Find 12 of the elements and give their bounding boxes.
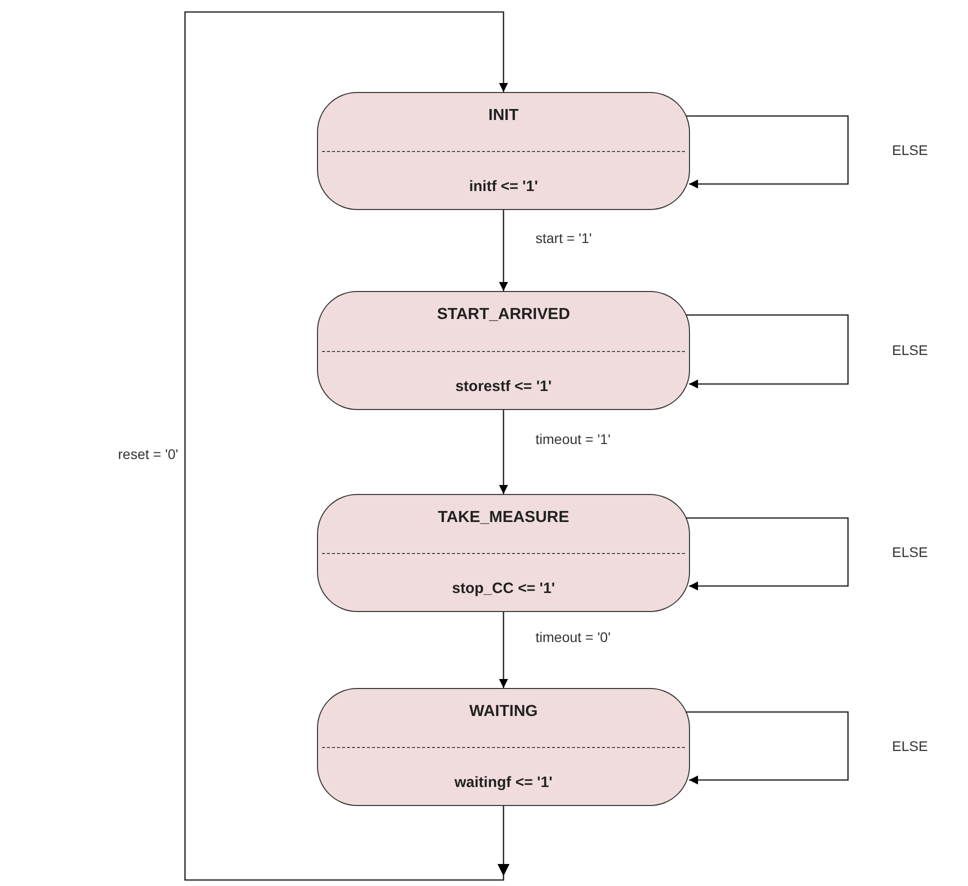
state-action: stop_CC <= '1' <box>450 580 556 597</box>
state-name: TAKE_MEASURE <box>436 509 570 527</box>
state-action: storestf <= '1' <box>454 378 553 395</box>
state-action: waitingf <= '1' <box>454 774 554 791</box>
state-box <box>317 688 690 806</box>
state-box <box>317 291 690 410</box>
state-box <box>317 494 690 612</box>
state-name: INIT <box>487 107 520 125</box>
state-action: initf <= '1' <box>468 178 539 195</box>
state-box <box>317 92 690 210</box>
state-name: START_ARRIVED <box>436 306 572 324</box>
state-name: WAITING <box>468 703 539 721</box>
